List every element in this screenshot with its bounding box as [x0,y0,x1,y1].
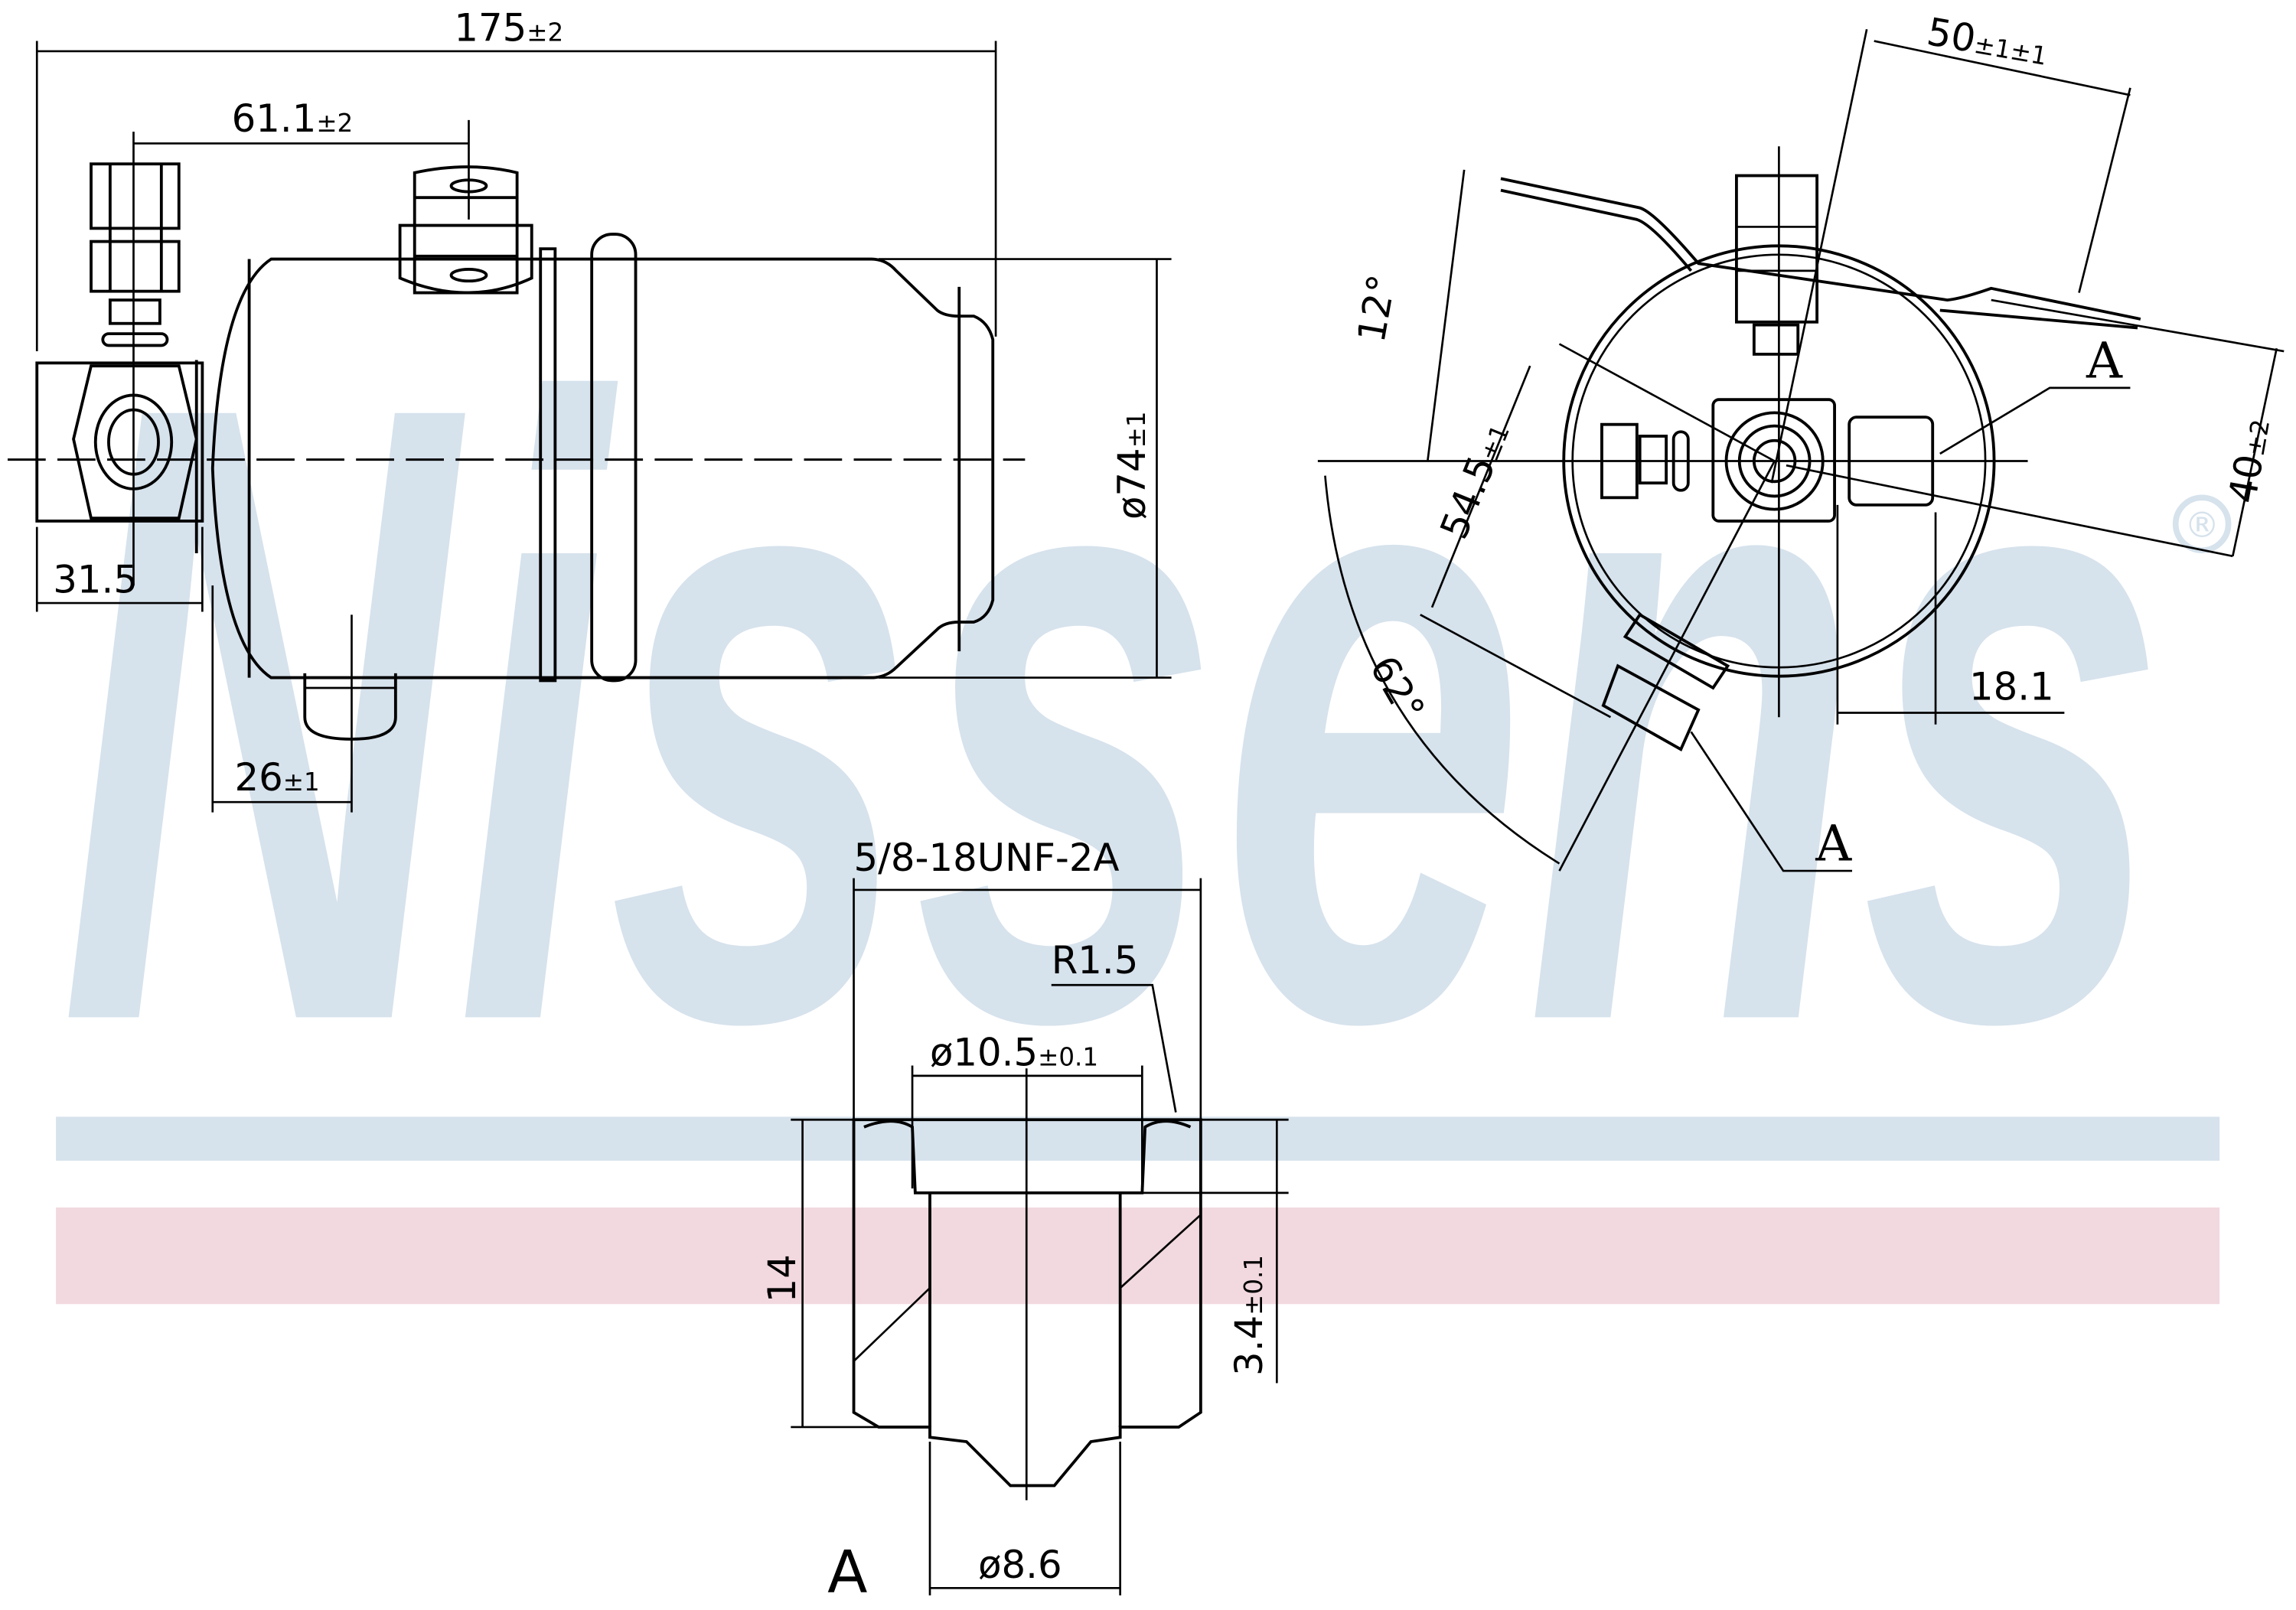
dim-radius: 54.5±1 [1431,416,1518,545]
dim-height: 14 [760,1254,804,1302]
end-view: 50±1±1 12° 54.5±1 62° 40±2 18.1 A A [1317,9,2285,873]
dim-port-offset-end: 18.1 [1969,664,2054,709]
section-label-a-1: A [2086,332,2123,389]
stripe-pink [56,1208,2220,1305]
dim-step: 3.4±0.1 [1227,1255,1271,1376]
dim-bottom-port: 26±1 [234,755,319,800]
detail-a: 5/8-18UNF-2A R1.5 ø10.5±0.1 14 3.4±0.1 ø… [760,836,1289,1607]
thread-spec: 5/8-18UNF-2A [854,836,1120,880]
svg-text:Nissens: Nissens [59,223,2167,1204]
stripe-blue [56,1116,2220,1161]
dim-bracket-height: 40±2 [2220,415,2278,507]
dim-inner: ø8.6 [978,1543,1062,1587]
side-view: 175±2 61.1±2 31.5 26±1 ø74±1 [7,6,1172,813]
dim-overall-length: 175±2 [454,6,563,51]
dim-bore: ø10.5±0.1 [930,1030,1098,1074]
dim-port-offset: 31.5 [53,558,138,602]
section-label-a-2: A [1815,816,1852,873]
dim-radius-r15: R1.5 [1052,938,1139,983]
detail-label-a: A [827,1539,867,1607]
dim-bracket-offset: 61.1±2 [232,96,354,141]
watermark: Nissens ® [59,223,2232,1204]
dim-diameter: ø74±1 [1110,411,1154,520]
svg-text:®: ® [2184,504,2219,546]
dim-bracket-width: 50±1±1 [1924,9,2052,74]
